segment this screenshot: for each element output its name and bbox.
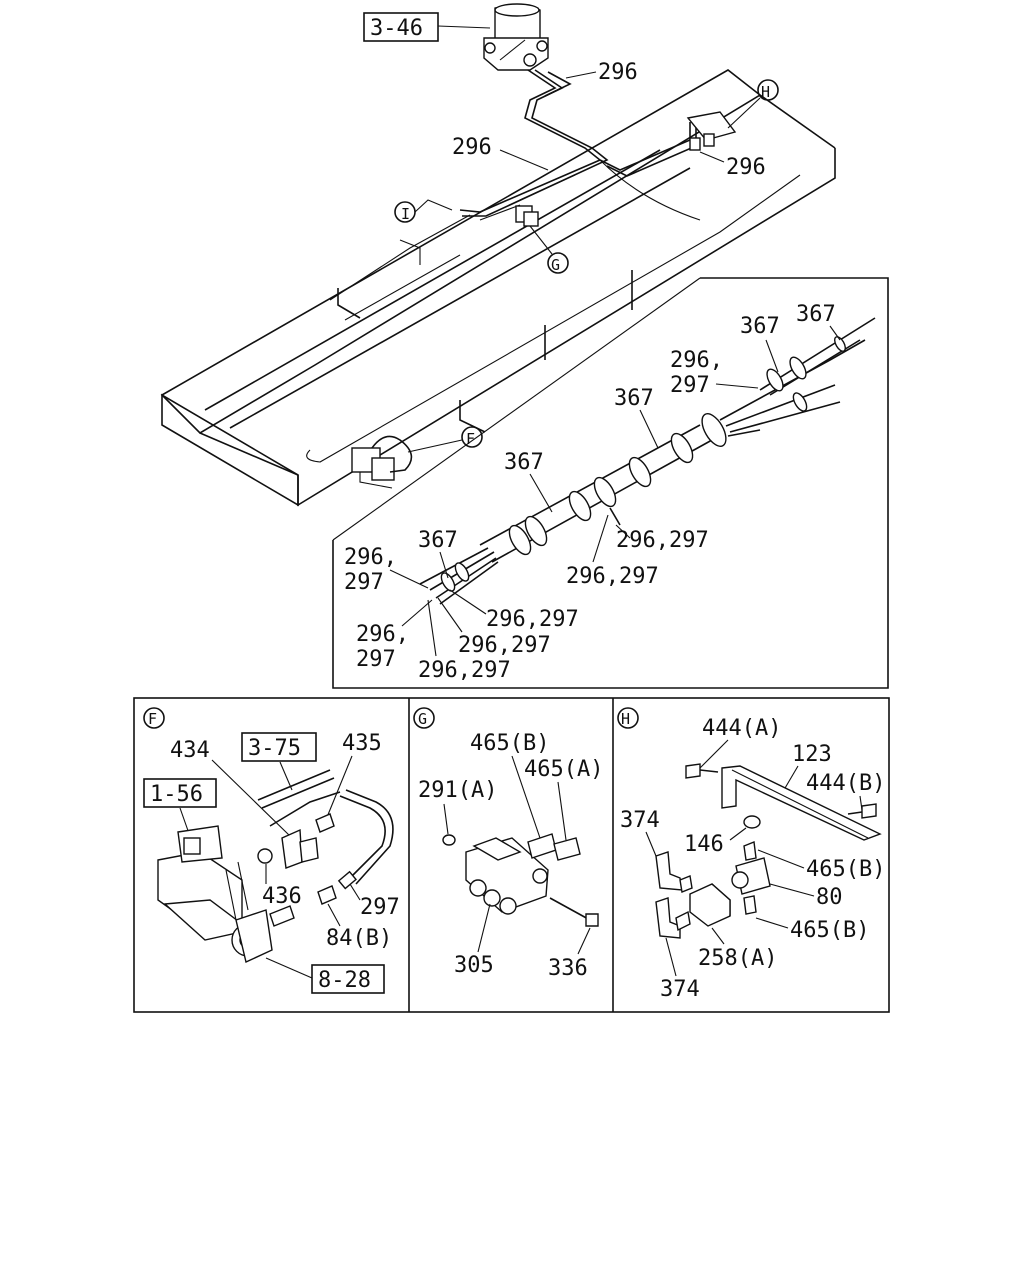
label-367-d: 367 xyxy=(504,450,544,475)
label-336: 336 xyxy=(548,956,588,981)
label-465b-g: 465(B) xyxy=(470,731,549,756)
label-435: 435 xyxy=(342,731,382,756)
label-374-top: 374 xyxy=(620,808,660,833)
bundle-inset-frame xyxy=(332,277,889,689)
bracket-h xyxy=(686,111,737,151)
label-296-297-d: 296,297 xyxy=(458,633,551,658)
panel-g: G 465(B) 465(A) 291(A) 305 336 xyxy=(413,707,603,981)
label-305: 305 xyxy=(454,953,494,978)
callout-h-panel-label: H xyxy=(621,710,630,728)
ref-box-3-75[interactable] xyxy=(241,732,317,762)
pipe-296 xyxy=(459,69,697,217)
label-297-panel-f: 297 xyxy=(360,895,400,920)
label-367-a: 367 xyxy=(796,302,836,327)
label-367-b: 367 xyxy=(740,314,780,339)
callout-g-main-label: G xyxy=(551,256,560,274)
label-291a: 291(A) xyxy=(418,778,497,803)
label-436: 436 xyxy=(262,884,302,909)
label-434: 434 xyxy=(170,738,210,763)
panel-f: F 434 3-75 435 1-56 436 84(B) 297 xyxy=(143,707,400,994)
label-296-297-stack-c-2: 297 xyxy=(356,647,396,672)
callout-i-label: I xyxy=(401,205,410,223)
chassis-frame xyxy=(160,69,836,507)
callout-f-main[interactable] xyxy=(461,426,483,448)
label-296-297-stack-b-2: 297 xyxy=(344,570,384,595)
label-84b: 84(B) xyxy=(326,926,392,951)
label-296-297-stack-a-2: 297 xyxy=(670,373,710,398)
label-465b-h-bottom: 465(B) xyxy=(790,918,869,943)
label-296-297-stack-a-1: 296, xyxy=(670,348,723,373)
ref-8-28-label: 8-28 xyxy=(318,968,371,993)
ref-3-75-label: 3-75 xyxy=(248,736,301,761)
clamp-g xyxy=(515,205,539,227)
label-367-e: 367 xyxy=(418,528,458,553)
label-123: 123 xyxy=(792,742,832,767)
callout-h-main-label: H xyxy=(761,83,770,101)
label-296-top: 296 xyxy=(598,60,638,85)
callout-g-panel[interactable] xyxy=(413,707,435,729)
callout-g-main[interactable] xyxy=(547,252,569,274)
ref-box-3-46[interactable] xyxy=(363,12,439,42)
label-296-297-e: 296,297 xyxy=(418,658,511,683)
detail-panels-frame xyxy=(133,697,890,1013)
label-444a: 444(A) xyxy=(702,716,781,741)
label-444b: 444(B) xyxy=(806,771,885,796)
callout-f-panel[interactable] xyxy=(143,707,165,729)
label-296-297-a: 296,297 xyxy=(616,528,709,553)
label-296-right: 296 xyxy=(726,155,766,180)
callout-h-panel[interactable] xyxy=(617,707,639,729)
panel-h: H 444(A) 123 444(B) 146 374 465(B) 80 4 xyxy=(617,707,885,1002)
ref-box-8-28[interactable] xyxy=(311,964,385,994)
air-dryer-valve xyxy=(483,3,549,71)
label-374-bottom: 374 xyxy=(660,977,700,1002)
ref-3-46-label: 3-46 xyxy=(370,16,423,41)
ref-box-1-56[interactable] xyxy=(143,778,217,808)
label-296-297-b: 296,297 xyxy=(566,564,659,589)
label-465a-g: 465(A) xyxy=(524,757,603,782)
ref-1-56-label: 1-56 xyxy=(150,782,203,807)
label-296-297-stack-c-1: 296, xyxy=(356,622,409,647)
label-367-c: 367 xyxy=(614,386,654,411)
callout-f-panel-label: F xyxy=(148,710,157,728)
hose-bundle xyxy=(419,317,876,605)
label-80: 80 xyxy=(816,885,843,910)
label-296-left: 296 xyxy=(452,135,492,160)
callout-f-main-label: F xyxy=(466,430,475,448)
label-296-297-c: 296,297 xyxy=(486,607,579,632)
label-465b-h-top: 465(B) xyxy=(806,857,885,882)
valve-f-frame xyxy=(351,435,413,489)
label-296-297-stack-b-1: 296, xyxy=(344,545,397,570)
callout-h-main[interactable] xyxy=(757,79,779,101)
label-146: 146 xyxy=(684,832,724,857)
callout-g-panel-label: G xyxy=(418,710,427,728)
label-258a: 258(A) xyxy=(698,946,777,971)
